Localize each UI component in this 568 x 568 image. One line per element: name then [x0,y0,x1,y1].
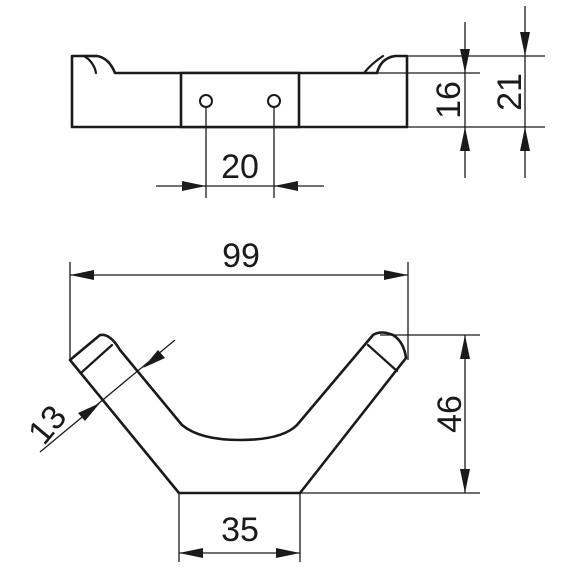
dimension-99-label: 99 [222,237,260,275]
dimension-99: 99 [69,237,409,360]
arrow-up-icon [520,127,530,151]
arrow-right-icon [182,181,206,191]
arrow-up-icon [460,335,470,359]
dimension-46-label: 46 [431,395,469,433]
mounting-hole-left [199,94,213,108]
arrow-icon [143,350,165,368]
top-view-right-notch [362,54,385,75]
arrow-down-icon [520,32,530,56]
extension-lines-right [300,55,545,128]
arrow-right-icon [384,270,408,280]
dimension-16: 16 [430,22,470,178]
right-arm-cap [366,343,399,373]
dimension-46: 46 [300,334,480,494]
top-view [70,54,409,129]
mounting-hole-right [267,94,281,108]
arrow-down-icon [460,469,470,493]
dimension-21-label: 21 [491,73,529,111]
left-arm-cap [80,343,114,374]
arrow-icon [78,403,100,421]
arrow-down-icon [460,49,470,73]
front-view [68,331,408,495]
arrow-left-icon [70,270,94,280]
dimension-35: 35 [178,493,301,562]
arrow-up-icon [460,127,470,151]
dimension-20: 20 [156,108,324,198]
hook-outline [68,331,408,495]
dimension-21: 21 [491,6,530,178]
arrow-left-icon [179,548,203,558]
arrow-right-icon [276,548,300,558]
arrow-left-icon [274,181,298,191]
dimension-16-label: 16 [430,81,468,119]
dimension-35-label: 35 [221,511,259,549]
dimension-20-label: 20 [221,148,259,186]
dimension-13-label: 13 [21,398,74,451]
mounting-plate [179,71,301,129]
